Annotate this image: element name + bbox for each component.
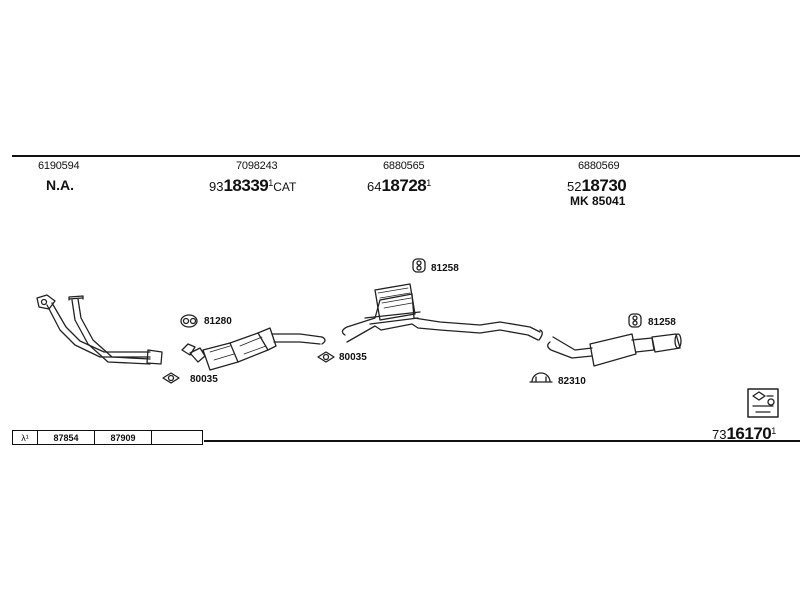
hanger-81258-top-icon — [412, 258, 426, 273]
gasket-80035-left-icon — [162, 372, 180, 384]
part2-top-number: 7098243 — [236, 160, 278, 172]
gasket-80035-right-icon — [317, 351, 335, 363]
hanger-81258-right-icon — [628, 313, 642, 328]
part2-number: 18339 — [223, 176, 269, 195]
center-muffler-pipe — [341, 283, 543, 343]
callout-clamp-82310: 82310 — [558, 376, 586, 387]
lambda-cell-3 — [152, 431, 202, 444]
rear-silencer — [547, 333, 682, 367]
callout-gasket-80035-right: 80035 — [339, 352, 367, 363]
vehicle-info-icon — [747, 388, 779, 418]
footer-sup: 1 — [771, 426, 777, 436]
callout-gasket-80035-left: 80035 — [190, 374, 218, 385]
bottom-rule — [204, 440, 800, 442]
catalytic-converter — [181, 327, 326, 371]
callout-hanger-81258-top: 81258 — [431, 263, 459, 274]
footer-code: 73161701 — [712, 424, 776, 444]
part3-sup: 1 — [426, 178, 432, 188]
clamp-82310-icon — [529, 372, 553, 383]
part3-prefix: 64 — [367, 179, 382, 194]
part4-number: 18730 — [581, 176, 627, 195]
footer-number: 16170 — [726, 424, 772, 443]
part4-prefix: 52 — [567, 179, 582, 194]
part1-main-label: N.A. — [46, 177, 74, 193]
part3-code: 64187281 — [367, 176, 431, 196]
part4-code: 5218730 — [567, 176, 627, 196]
callout-hanger-81280: 81280 — [204, 316, 232, 327]
part2-prefix: 93 — [209, 179, 224, 194]
part1-top-number: 6190594 — [38, 160, 80, 172]
part4-extra: MK 85041 — [570, 194, 626, 208]
lambda-cell-2: 87909 — [95, 431, 152, 444]
hanger-81280-icon — [180, 314, 198, 328]
part4-top-number: 6880569 — [578, 160, 620, 172]
front-downpipe — [36, 294, 163, 365]
part3-top-number: 6880565 — [383, 160, 425, 172]
part2-code: 93183391CAT — [209, 176, 296, 196]
top-rule — [12, 155, 800, 157]
lambda-cell-1: 87854 — [38, 431, 95, 444]
lambda-symbol: λ¹ — [13, 431, 38, 444]
part3-number: 18728 — [381, 176, 427, 195]
part2-sup: 1 — [268, 178, 274, 188]
part2-suffix: CAT — [273, 180, 297, 194]
lambda-sensor-table: λ¹ 87854 87909 — [12, 430, 203, 445]
footer-prefix: 73 — [712, 427, 727, 442]
callout-hanger-81258-right: 81258 — [648, 317, 676, 328]
